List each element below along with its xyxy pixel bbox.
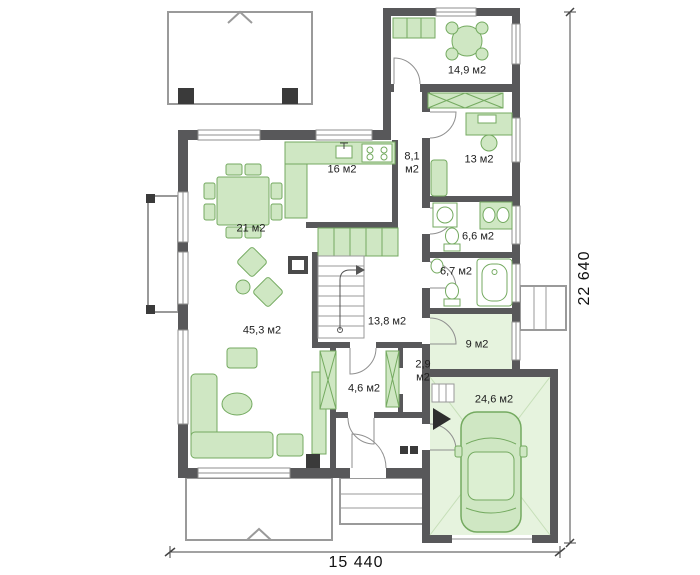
room-label-kitchen: 16 м2 (327, 163, 357, 176)
toilet-icon-2 (443, 282, 461, 307)
dimension-height-label: 22 640 (576, 250, 593, 306)
room-label-pantry: 2,9 м2 (415, 358, 431, 383)
room-label-living-room: 45,3 м2 (242, 324, 282, 337)
round-table-icon (445, 21, 489, 61)
room-label-hall-upper: 8,1 м2 (404, 150, 420, 175)
washing-machine-icon (432, 202, 458, 228)
stairs-icon (317, 227, 399, 339)
garage-steps-icon (431, 383, 455, 403)
room-label-utility: 9 м2 (465, 338, 489, 351)
room-label-hall-entry: 4,6 м2 (347, 382, 381, 395)
entrance-marker-icon (433, 408, 451, 430)
sofa-icon (190, 347, 304, 459)
fireplace-icon (288, 256, 308, 274)
sink-icon (430, 258, 444, 274)
bathtub-icon (476, 258, 513, 307)
toilet-icon-1 (443, 227, 461, 252)
cabinet-shelf-icon (392, 17, 436, 39)
room-label-cabinet: 14,9 м2 (447, 64, 487, 77)
room-label-room: 13 м2 (464, 153, 494, 166)
windows-layer (177, 7, 521, 479)
wardrobe-icons (319, 92, 504, 410)
posts-layer (146, 88, 418, 468)
car-icon (429, 376, 551, 536)
kitchen-counter-icon (284, 141, 396, 219)
dimension-lines (164, 7, 576, 558)
room-label-bathroom-small: 6,6 м2 (461, 230, 495, 243)
room-label-garage: 24,6 м2 (474, 393, 514, 406)
room-label-hall-stairs: 13,8 м2 (367, 315, 407, 328)
lounge-chairs-icon (235, 247, 283, 307)
room-label-bathroom: 6,7 м2 (439, 265, 473, 278)
room-label-dining: 21 м2 (236, 222, 266, 235)
dining-set-icon (203, 163, 283, 239)
dimension-width-label: 15 440 (328, 554, 384, 571)
desk-icon (465, 112, 513, 152)
office-sofa-icon (430, 159, 448, 197)
double-sink-icon (479, 201, 513, 230)
